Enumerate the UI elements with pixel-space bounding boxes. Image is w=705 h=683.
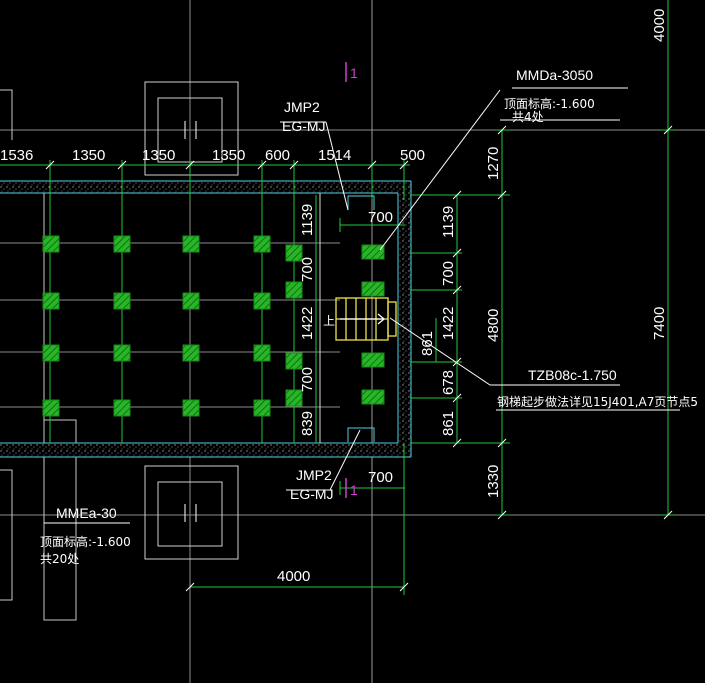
- jmp-bottom-code: EG-MJ: [290, 486, 334, 502]
- dim-outer-2: 7400: [651, 307, 668, 340]
- pile: [182, 292, 200, 310]
- dim-right-1: 1139: [440, 206, 457, 238]
- pile: [113, 399, 131, 417]
- dim-700-bottom: 700: [368, 469, 393, 486]
- dim-left-2: 700: [299, 257, 316, 282]
- dim-right-2: 700: [440, 261, 457, 286]
- sumps: [347, 195, 375, 442]
- pile: [253, 399, 271, 417]
- pile: [113, 292, 131, 310]
- dim-top-3: 1350: [142, 147, 175, 164]
- pile: [42, 235, 60, 253]
- dimension-ticks: [45, 125, 673, 592]
- dim-left-3: 1422: [299, 307, 316, 340]
- pile-cap-bottom: [144, 465, 239, 560]
- pile: [113, 344, 131, 362]
- jmp-top-code: EG-MJ: [282, 118, 326, 134]
- pile: [42, 399, 60, 417]
- pile: [113, 235, 131, 253]
- dim-top-1: 1536: [0, 147, 33, 164]
- pile: [361, 281, 385, 297]
- dim-top-7: 500: [400, 147, 425, 164]
- mme-name: MMEa-30: [56, 505, 117, 521]
- pile: [285, 389, 303, 407]
- dim-861: 861: [419, 331, 436, 356]
- dim-top-6: 1514: [318, 147, 351, 164]
- leader-lines: [44, 87, 680, 524]
- dim-top-5: 600: [265, 147, 290, 164]
- dim-mid-2: 4800: [485, 309, 502, 342]
- pile: [361, 389, 385, 405]
- labels: 1 1 MMDa-3050 顶面标高:-1.600 共4处 JMP2 EG-MJ…: [0, 9, 698, 585]
- mme-count: 共20处: [40, 552, 79, 566]
- pile: [285, 281, 303, 299]
- dim-left-5: 839: [299, 411, 316, 436]
- dim-mid-3: 1330: [485, 465, 502, 498]
- stair-up-mark: 上: [323, 314, 335, 328]
- pile: [182, 399, 200, 417]
- pile: [182, 344, 200, 362]
- jmp-bottom-name: JMP2: [296, 467, 332, 483]
- mme-top-elevation: 顶面标高:-1.600: [40, 534, 131, 549]
- stair: [335, 297, 397, 341]
- dim-outer-1: 4000: [651, 9, 668, 42]
- pile: [42, 344, 60, 362]
- foundation-walls: [0, 180, 412, 458]
- pile: [361, 244, 385, 260]
- pile: [361, 352, 385, 368]
- section-mark-bottom-label: 1: [350, 482, 358, 498]
- pile: [253, 292, 271, 310]
- mmd-top-elevation: 顶面标高:-1.600: [504, 96, 595, 111]
- pile: [182, 235, 200, 253]
- dim-right-4: 678: [440, 370, 457, 395]
- dim-top-2: 1350: [72, 147, 105, 164]
- dim-right-3: 1422: [440, 307, 457, 340]
- dim-left-1: 1139: [299, 204, 316, 236]
- mmd-name: MMDa-3050: [516, 67, 593, 83]
- pile: [42, 292, 60, 310]
- left-boxes: [0, 89, 77, 621]
- piles: [42, 235, 385, 417]
- pile: [285, 244, 303, 262]
- pile: [253, 235, 271, 253]
- stair-note: 钢梯起步做法详见15J401,A7页节点5: [497, 394, 698, 409]
- pile: [253, 344, 271, 362]
- dim-700-top: 700: [368, 209, 393, 226]
- tzb-label: TZB08c-1.750: [528, 367, 617, 383]
- dim-right-5: 861: [440, 411, 457, 436]
- dim-left-4: 700: [299, 367, 316, 392]
- jmp-top-name: JMP2: [284, 99, 320, 115]
- dim-top-4: 1350: [212, 147, 245, 164]
- pile: [285, 352, 303, 370]
- dim-mid-1: 1270: [485, 147, 502, 180]
- dim-4000-bottom: 4000: [277, 568, 310, 585]
- mmd-count: 共4处: [512, 110, 544, 124]
- section-mark-top-label: 1: [350, 65, 358, 81]
